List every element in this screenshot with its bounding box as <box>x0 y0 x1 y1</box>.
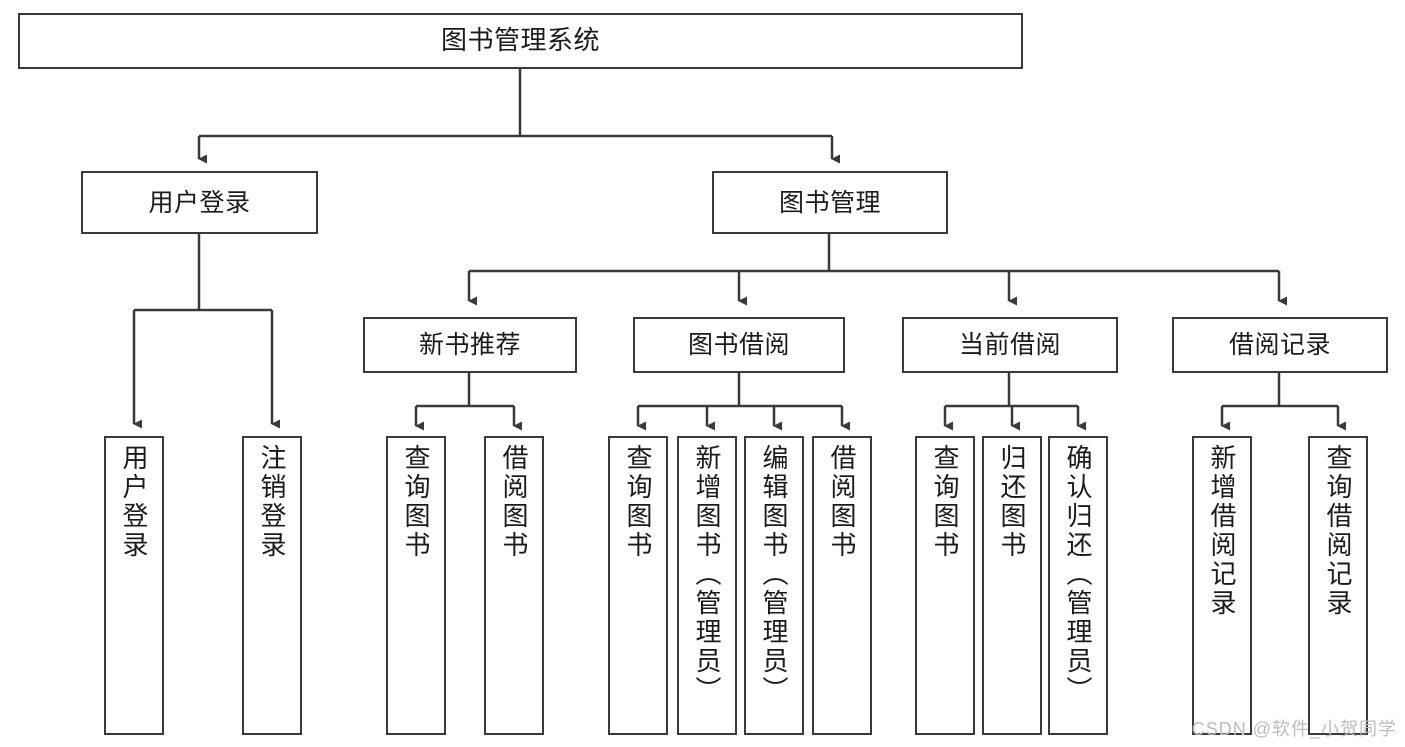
node-label: 新增借阅记录 <box>1207 444 1237 618</box>
node-label: 编辑图书（管理员） <box>759 444 789 705</box>
csdn-watermark: CSDN @软件_小贺同学 <box>1191 719 1397 739</box>
node-label: 当前借阅 <box>958 331 1061 359</box>
node-label: 用户登录 <box>119 444 149 560</box>
leaf-user-login-signin[interactable]: 用户登录 <box>104 436 164 735</box>
node-current-borrow[interactable]: 当前借阅 <box>902 317 1118 373</box>
node-label: 确认归还（管理员） <box>1063 444 1093 705</box>
node-label: 用户登录 <box>148 188 251 217</box>
leaf-borrow-add-book-admin[interactable]: 新增图书（管理员） <box>677 436 737 735</box>
node-user-login[interactable]: 用户登录 <box>81 171 318 234</box>
node-label: 查询图书 <box>401 444 431 560</box>
node-label: 新增图书（管理员） <box>692 444 722 705</box>
leaf-new-book-borrow[interactable]: 借阅图书 <box>484 436 544 735</box>
leaf-borrow-edit-book-admin[interactable]: 编辑图书（管理员） <box>744 436 804 735</box>
node-label: 借阅记录 <box>1228 331 1331 359</box>
leaf-borrow-query-book[interactable]: 查询图书 <box>608 436 668 735</box>
node-book-borrow[interactable]: 图书借阅 <box>633 317 845 373</box>
node-label: 新书推荐 <box>418 331 521 359</box>
leaf-records-query-record[interactable]: 查询借阅记录 <box>1308 436 1368 735</box>
node-label: 查询借阅记录 <box>1323 444 1353 618</box>
node-book-management[interactable]: 图书管理 <box>712 171 948 234</box>
node-borrow-records[interactable]: 借阅记录 <box>1172 317 1388 373</box>
node-root-library-system[interactable]: 图书管理系统 <box>18 13 1023 69</box>
node-label: 图书管理 <box>778 188 881 217</box>
node-label: 图书管理系统 <box>440 25 600 56</box>
node-label: 归还图书 <box>997 444 1027 560</box>
leaf-records-add-record[interactable]: 新增借阅记录 <box>1192 436 1252 735</box>
node-new-book-recommend[interactable]: 新书推荐 <box>363 317 577 373</box>
node-label: 查询图书 <box>930 444 960 560</box>
leaf-user-login-signout[interactable]: 注销登录 <box>242 436 302 735</box>
node-label: 注销登录 <box>257 444 287 560</box>
node-label: 查询图书 <box>623 444 653 560</box>
leaf-borrow-borrow-book[interactable]: 借阅图书 <box>812 436 872 735</box>
node-label: 借阅图书 <box>499 444 529 560</box>
leaf-current-return-book[interactable]: 归还图书 <box>982 436 1042 735</box>
leaf-current-confirm-return-admin[interactable]: 确认归还（管理员） <box>1048 436 1108 735</box>
leaf-new-book-query[interactable]: 查询图书 <box>386 436 446 735</box>
leaf-current-query-book[interactable]: 查询图书 <box>915 436 975 735</box>
node-label: 图书借阅 <box>687 331 790 359</box>
node-label: 借阅图书 <box>827 444 857 560</box>
